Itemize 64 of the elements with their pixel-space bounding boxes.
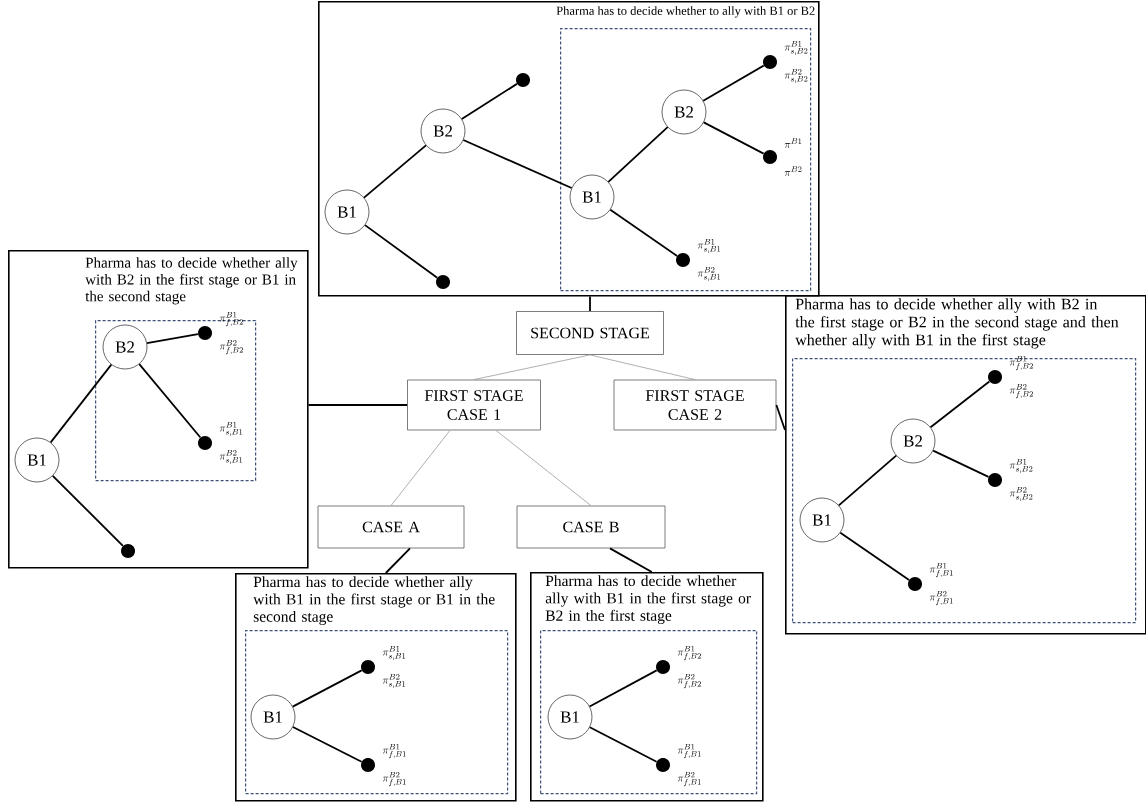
payoff-label: $\pi^{B2}_{f,B1}$ — [382, 771, 406, 787]
payoff-label: $\pi^{B1}_{s,B2}$ — [784, 40, 808, 55]
payoff-label: $\pi^{B1}_{f,B2}$ — [219, 311, 243, 327]
tree-branch — [839, 531, 910, 581]
connector-line — [495, 430, 592, 506]
leaf-dot — [516, 73, 530, 87]
payoff-label: $\pi^{B2}_{f,B2}$ — [219, 339, 243, 355]
payoff-label: $\pi^{B1}$ — [784, 138, 802, 148]
tree-branch — [932, 449, 990, 478]
payoff-label: $\pi^{B1}_{s,B1}$ — [219, 421, 243, 436]
tree-branch — [49, 363, 113, 444]
payoff-label: $\pi^{B2}_{f,B2}$ — [1009, 383, 1033, 399]
connector-line — [775, 404, 786, 431]
connector-line — [307, 404, 408, 406]
tree-branch — [837, 454, 898, 507]
stage-box: FIRST STAGE CASE 1 — [407, 379, 541, 431]
payoff-label: $\pi^{B1}_{s,B1}$ — [697, 238, 721, 253]
stage-box: CASE A — [317, 505, 465, 549]
connector-line — [589, 295, 591, 312]
tree-branch — [609, 208, 678, 257]
tree-branch — [588, 726, 658, 763]
connector-line — [589, 354, 696, 380]
payoff-label: $\pi^{B1}_{s,B2}$ — [1009, 458, 1033, 473]
payoff-label: $\pi^{B2}$ — [784, 166, 802, 176]
tree-branch — [364, 224, 439, 279]
stage-box: SECOND STAGE — [516, 311, 664, 355]
tree-branch — [460, 82, 518, 120]
payoff-label: $\pi^{B2}_{s,B1}$ — [697, 266, 721, 281]
payoff-label: $\pi^{B2}_{f,B1}$ — [929, 590, 953, 606]
connector-line — [473, 354, 591, 380]
payoff-label: $\pi^{B1}_{f,B1}$ — [382, 743, 406, 759]
connector-line — [384, 547, 411, 574]
tree-branch — [138, 363, 202, 439]
payoff-label: $\pi^{B1}_{s,B1}$ — [382, 645, 406, 660]
leaf-dot — [121, 544, 135, 558]
tree-branch — [292, 726, 363, 763]
tree-branch — [146, 333, 199, 345]
dashed-frame — [792, 358, 1137, 624]
payoff-label: $\pi^{B2}_{s,B1}$ — [219, 449, 243, 464]
dashed-frame — [540, 630, 758, 795]
payoff-label: $\pi^{B1}_{f,B2}$ — [1009, 355, 1033, 371]
payoff-label: $\pi^{B1}_{f,B1}$ — [929, 562, 953, 578]
dashed-frame — [560, 28, 812, 292]
tree-branch — [702, 64, 765, 102]
payoff-label: $\pi^{B2}_{s,B1}$ — [382, 673, 406, 688]
tree-branch — [588, 669, 658, 708]
tree-branch — [462, 139, 573, 189]
tree-branch — [291, 669, 363, 708]
tree-branch — [51, 474, 124, 547]
payoff-label: $\pi^{B2}_{f,B1}$ — [677, 771, 701, 787]
leaf-dot — [436, 275, 450, 289]
payoff-label: $\pi^{B2}_{f,B2}$ — [677, 673, 701, 689]
tree-branch — [607, 126, 669, 183]
stage-box: FIRST STAGE CASE 2 — [613, 379, 777, 431]
connector-line — [390, 430, 451, 506]
payoff-label: $\pi^{B1}_{f,B1}$ — [677, 743, 701, 759]
tree-branch — [929, 380, 991, 429]
payoff-label: $\pi^{B2}_{s,B2}$ — [784, 68, 808, 83]
tree-branch — [702, 121, 765, 155]
payoff-label: $\pi^{B2}_{s,B2}$ — [1009, 486, 1033, 501]
payoff-label: $\pi^{B1}_{f,B2}$ — [677, 645, 701, 661]
dashed-frame — [245, 630, 509, 795]
stage-box: CASE B — [516, 505, 666, 549]
tree-branch — [363, 144, 427, 199]
